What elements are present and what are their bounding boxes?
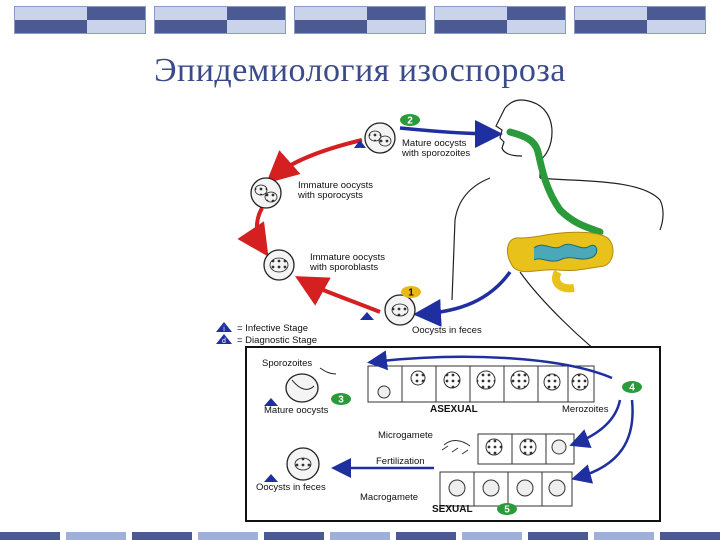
step-number: 2 xyxy=(407,116,413,127)
step-number: 1 xyxy=(408,288,414,299)
step-number: 5 xyxy=(504,505,510,516)
asexual-epithelium-row xyxy=(367,365,595,403)
header-tile xyxy=(574,6,706,34)
label-asexual: ASEXUAL xyxy=(430,404,478,415)
label-with-sporocysts: with sporocysts xyxy=(297,190,363,201)
oocyst-in-feces-icon xyxy=(384,294,416,326)
label-immature-oocysts-1: Immature oocysts xyxy=(298,180,373,191)
step-3-badge: 3 xyxy=(331,393,351,406)
legend-diagnostic-marker: d xyxy=(222,338,226,345)
label-macrogamete: Macrogamete xyxy=(360,492,418,503)
immature-oocyst-sporocyst-icon xyxy=(250,177,282,209)
header-tile xyxy=(14,6,146,34)
step-4-badge: 4 xyxy=(622,381,642,394)
legend-diagnostic-text: = Diagnostic Stage xyxy=(237,335,317,346)
cycle-arrows xyxy=(237,119,512,327)
svg-text:i: i xyxy=(359,148,361,155)
header-tile xyxy=(154,6,286,34)
step-2-badge: 2 xyxy=(400,114,420,127)
label-oocysts-in-feces: Oocysts in feces xyxy=(412,325,482,336)
intestinal-stages-inset: 3 4 5 Sporozoites Mature oocysts ASEXUAL… xyxy=(245,346,661,522)
label-immature-oocysts-2: Immature oocysts xyxy=(310,252,385,263)
diagnostic-marker xyxy=(360,312,374,320)
inset-diagnostic-marker xyxy=(264,474,278,482)
label-fertilization: Fertilization xyxy=(376,456,425,467)
label-sexual: SEXUAL xyxy=(432,504,473,515)
immature-oocyst-sporoblast-icon xyxy=(263,249,295,281)
label-oocysts-in-feces-inset: Oocysts in feces xyxy=(256,482,326,493)
mature-oocyst-icon xyxy=(364,122,396,154)
header-decoration xyxy=(14,6,706,34)
mature-oocyst-inset-icon xyxy=(285,367,337,403)
label-sporozoites: Sporozoites xyxy=(262,358,312,369)
footer-decoration xyxy=(0,532,720,540)
step-number: 3 xyxy=(338,395,344,406)
label-with-sporozoites: with sporozoites xyxy=(401,148,470,159)
digestive-tract xyxy=(506,128,614,293)
label-merozoites: Merozoites xyxy=(562,404,609,415)
label-mature-oocysts-inset: Mature oocysts xyxy=(264,405,329,416)
legend: i = Infective Stage d = Diagnostic Stage xyxy=(216,322,317,346)
label-with-sporoblasts: with sporoblasts xyxy=(309,262,378,273)
step-5-badge: 5 xyxy=(497,503,517,516)
label-microgamete: Microgamete xyxy=(378,430,433,441)
step-number: 4 xyxy=(629,383,635,394)
header-tile xyxy=(434,6,566,34)
label-mature-oocysts: Mature oocysts xyxy=(402,138,467,149)
legend-infective-text: = Infective Stage xyxy=(237,323,308,334)
sexual-epithelium-rows xyxy=(439,433,575,507)
oocyst-feces-inset-icon xyxy=(286,447,320,481)
legend-infective-marker: i xyxy=(223,326,225,333)
inset-infective-marker xyxy=(264,398,278,406)
step-1-badge: 1 xyxy=(401,286,421,299)
slide-title: Эпидемиология изоспороза xyxy=(154,52,566,89)
header-tile xyxy=(294,6,426,34)
infective-marker: i xyxy=(354,140,366,155)
